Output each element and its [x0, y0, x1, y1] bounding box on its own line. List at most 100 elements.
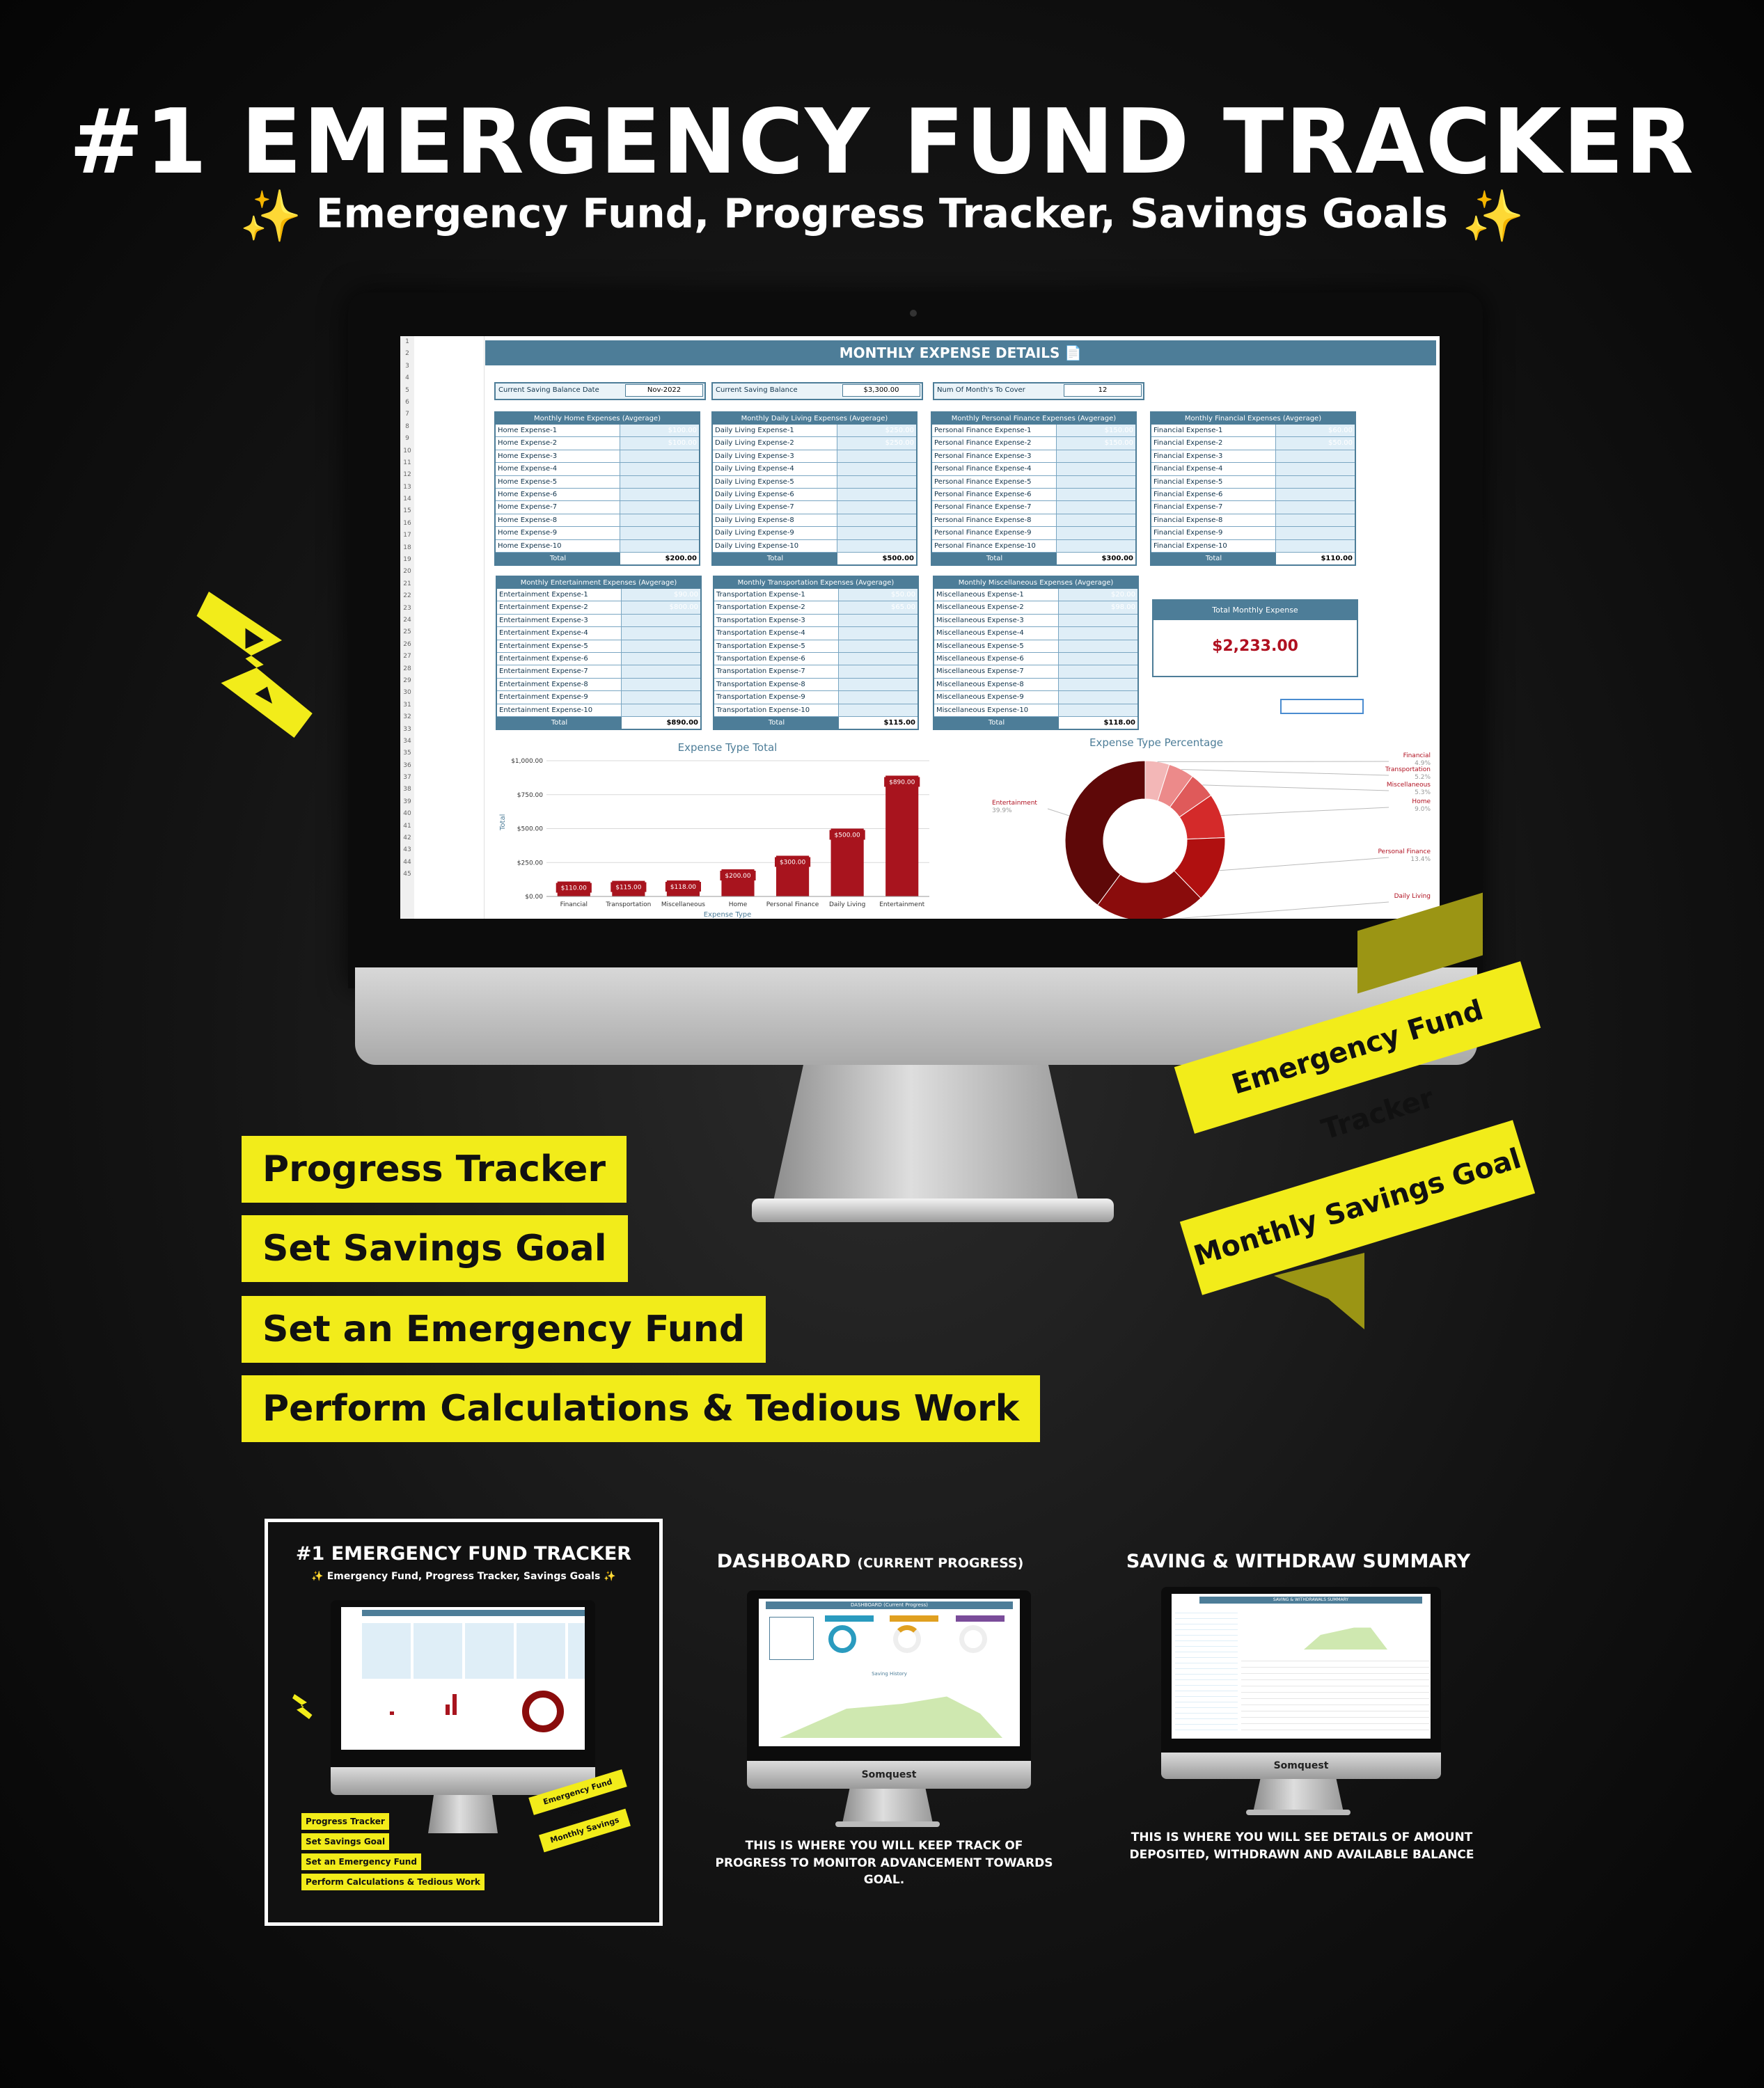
expense-row[interactable]: Financial Expense-3: [1151, 450, 1355, 464]
expense-row[interactable]: Personal Finance Expense-9: [932, 527, 1135, 540]
expense-value[interactable]: [1057, 475, 1135, 488]
expense-row[interactable]: Daily Living Expense-4: [713, 463, 916, 476]
expense-row[interactable]: Miscellaneous Expense-8: [934, 678, 1137, 692]
expense-value[interactable]: [620, 450, 699, 463]
row-number[interactable]: 35: [403, 750, 411, 757]
expense-value[interactable]: $90.00: [622, 589, 700, 601]
expense-value[interactable]: [1059, 678, 1137, 691]
expense-row[interactable]: Financial Expense-7: [1151, 501, 1355, 514]
expense-row[interactable]: Home Expense-2$100.00: [496, 437, 699, 450]
expense-row[interactable]: Transportation Expense-5: [714, 640, 918, 653]
expense-value[interactable]: [837, 501, 916, 514]
expense-value[interactable]: [622, 627, 700, 640]
expense-row[interactable]: Entertainment Expense-2$800.00: [497, 601, 700, 615]
expense-value[interactable]: [1276, 463, 1355, 475]
thumbnail-overview[interactable]: #1 EMERGENCY FUND TRACKER ✨ Emergency Fu…: [265, 1519, 663, 1926]
expense-row[interactable]: Home Expense-4: [496, 463, 699, 476]
expense-row[interactable]: Transportation Expense-8: [714, 678, 918, 692]
expense-value[interactable]: $65.00: [839, 601, 918, 614]
expense-value[interactable]: [1059, 614, 1137, 627]
expense-value[interactable]: [1276, 488, 1355, 501]
expense-value[interactable]: [1059, 704, 1137, 716]
expense-value[interactable]: [1059, 640, 1137, 652]
expense-value[interactable]: [620, 475, 699, 488]
expense-row[interactable]: Personal Finance Expense-2$150.00: [932, 437, 1135, 450]
expense-row[interactable]: Financial Expense-2$50.00: [1151, 437, 1355, 450]
row-number[interactable]: 43: [403, 846, 411, 854]
expense-row[interactable]: Entertainment Expense-4: [497, 627, 700, 640]
saving-date-value[interactable]: Nov-2022: [625, 384, 703, 397]
expense-row[interactable]: Miscellaneous Expense-2$98.00: [934, 601, 1137, 615]
expense-row[interactable]: Daily Living Expense-5: [713, 475, 916, 489]
expense-value[interactable]: [620, 463, 699, 475]
expense-row[interactable]: Financial Expense-10: [1151, 539, 1355, 553]
expense-value[interactable]: [837, 527, 916, 539]
row-number[interactable]: 16: [403, 519, 411, 527]
expense-row[interactable]: Home Expense-8: [496, 514, 699, 528]
expense-row[interactable]: Transportation Expense-3: [714, 614, 918, 628]
expense-value[interactable]: $50.00: [1276, 437, 1355, 450]
expense-row[interactable]: Home Expense-5: [496, 475, 699, 489]
expense-value[interactable]: $250.00: [837, 437, 916, 450]
expense-value[interactable]: $20.00: [1059, 589, 1137, 601]
expense-row[interactable]: Miscellaneous Expense-7: [934, 665, 1137, 679]
row-number[interactable]: 29: [403, 677, 411, 684]
expense-value[interactable]: [837, 450, 916, 463]
expense-row[interactable]: Daily Living Expense-7: [713, 501, 916, 514]
expense-row[interactable]: Miscellaneous Expense-9: [934, 691, 1137, 704]
row-number[interactable]: 44: [403, 858, 411, 866]
row-number[interactable]: 14: [403, 496, 411, 503]
expense-row[interactable]: Daily Living Expense-8: [713, 514, 916, 528]
expense-row[interactable]: Home Expense-3: [496, 450, 699, 464]
selected-cell[interactable]: [1280, 699, 1364, 714]
row-number[interactable]: 39: [403, 798, 411, 805]
expense-value[interactable]: [622, 704, 700, 716]
expense-row[interactable]: Entertainment Expense-8: [497, 678, 700, 692]
expense-value[interactable]: [839, 691, 918, 704]
expense-value[interactable]: $800.00: [622, 601, 700, 614]
expense-value[interactable]: [839, 640, 918, 652]
row-number[interactable]: 25: [403, 628, 411, 636]
expense-value[interactable]: [620, 514, 699, 527]
expense-row[interactable]: Financial Expense-8: [1151, 514, 1355, 528]
expense-value[interactable]: [837, 539, 916, 552]
expense-row[interactable]: Miscellaneous Expense-3: [934, 614, 1137, 628]
expense-row[interactable]: Financial Expense-5: [1151, 475, 1355, 489]
expense-row[interactable]: Miscellaneous Expense-5: [934, 640, 1137, 653]
expense-value[interactable]: [622, 678, 700, 691]
expense-value[interactable]: [622, 691, 700, 704]
expense-value[interactable]: $100.00: [620, 425, 699, 437]
expense-value[interactable]: [620, 501, 699, 514]
row-number[interactable]: 2: [405, 350, 409, 358]
expense-row[interactable]: Daily Living Expense-6: [713, 488, 916, 502]
expense-row[interactable]: Financial Expense-9: [1151, 527, 1355, 540]
row-number[interactable]: 26: [403, 640, 411, 648]
expense-value[interactable]: [622, 640, 700, 652]
row-number[interactable]: 32: [403, 713, 411, 721]
expense-row[interactable]: Home Expense-9: [496, 527, 699, 540]
expense-row[interactable]: Transportation Expense-1$50.00: [714, 589, 918, 602]
row-number[interactable]: 10: [403, 447, 411, 454]
expense-row[interactable]: Daily Living Expense-3: [713, 450, 916, 464]
expense-value[interactable]: [1057, 501, 1135, 514]
expense-row[interactable]: Personal Finance Expense-8: [932, 514, 1135, 528]
expense-value[interactable]: $50.00: [839, 589, 918, 601]
row-number[interactable]: 23: [403, 604, 411, 612]
expense-row[interactable]: Entertainment Expense-3: [497, 614, 700, 628]
row-number[interactable]: 24: [403, 616, 411, 624]
expense-value[interactable]: [1057, 463, 1135, 475]
expense-value[interactable]: [1276, 450, 1355, 463]
row-number[interactable]: 18: [403, 544, 411, 551]
expense-value[interactable]: [839, 652, 918, 665]
expense-value[interactable]: [1057, 539, 1135, 552]
expense-value[interactable]: [1057, 527, 1135, 539]
expense-value[interactable]: $60.00: [1276, 425, 1355, 437]
expense-row[interactable]: Entertainment Expense-6: [497, 652, 700, 666]
expense-value[interactable]: [620, 539, 699, 552]
expense-row[interactable]: Entertainment Expense-5: [497, 640, 700, 653]
row-number[interactable]: 1: [405, 338, 409, 345]
row-number[interactable]: 41: [403, 822, 411, 830]
expense-value[interactable]: [1059, 652, 1137, 665]
expense-value[interactable]: [622, 665, 700, 678]
row-number[interactable]: 19: [403, 556, 411, 564]
